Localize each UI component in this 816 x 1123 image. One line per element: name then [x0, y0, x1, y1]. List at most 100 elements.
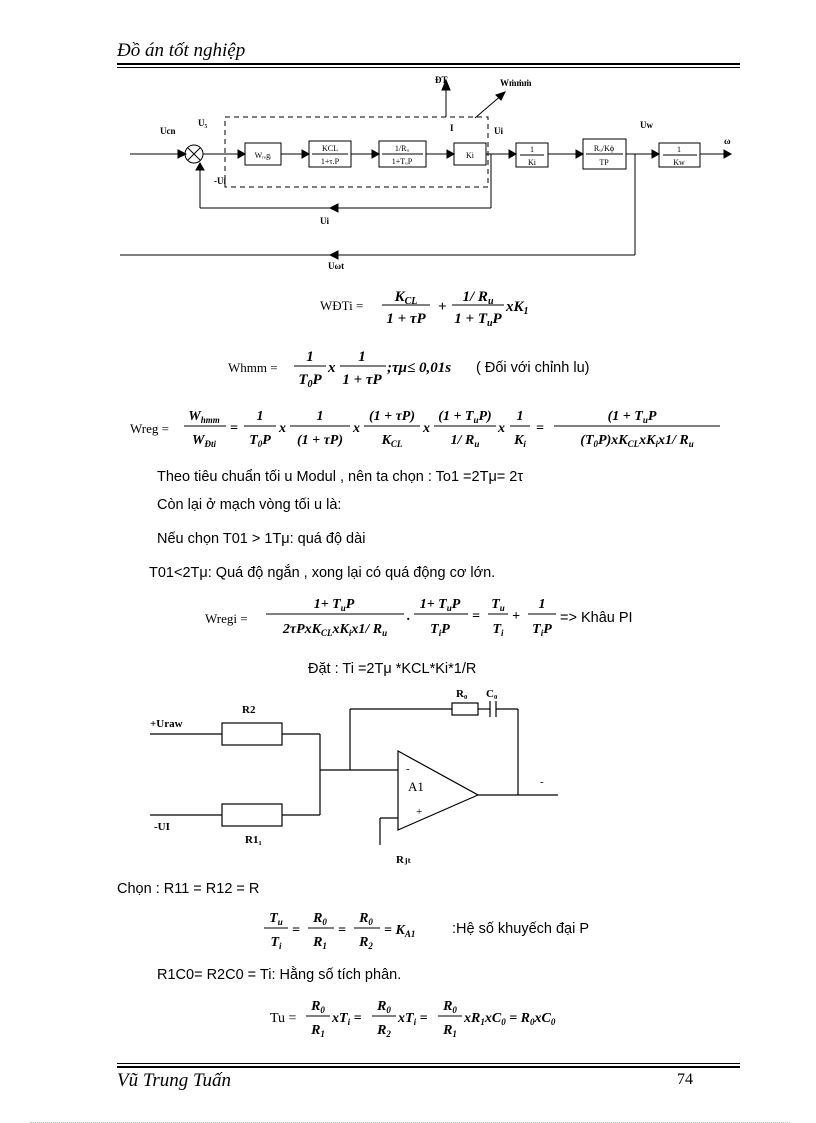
eq-wregi-rhs: 1+ TuP 2τPxKCLxKix1/ Ru . 1+ TuP TiP = T…	[266, 597, 556, 638]
svg-text:R0: R0	[442, 999, 457, 1015]
svg-text:1: 1	[358, 349, 366, 365]
eq-wregi-note: => Khâu PI	[560, 610, 633, 626]
block-ki: Ki	[466, 151, 475, 160]
sig-uw: Uw	[640, 120, 653, 130]
para-5: Đặt : Ti =2Tμ *KCL*Ki*1/R	[308, 661, 477, 677]
circuit-in2: -UI	[154, 821, 170, 833]
eq-whmm-rhs: 1 T0P x 1 1 + τP ;τμ≤ 0,01s	[294, 349, 451, 390]
svg-text:;τμ≤ 0,01s: ;τμ≤ 0,01s	[387, 360, 451, 376]
circuit-in1: +Uraw	[150, 718, 183, 730]
svg-text:x: x	[327, 360, 336, 376]
svg-text:KCL: KCL	[381, 433, 403, 449]
svg-text:+: +	[512, 609, 520, 624]
svg-text:xK1: xK1	[505, 299, 529, 317]
block-kw-num: 1	[677, 145, 681, 154]
eq-wreg-rhs: Whmm WĐti = 1 T0P x 1 (1 + τP) x (1 + τP…	[184, 409, 720, 449]
sig-ucn: Ucn	[160, 126, 176, 136]
svg-text:=: =	[292, 923, 300, 938]
sig-dt: ĐT	[435, 75, 448, 85]
svg-text:=: =	[230, 421, 238, 436]
svg-text:1/ Ru: 1/ Ru	[463, 289, 494, 307]
circuit-r2: R2	[242, 704, 256, 716]
svg-text:.: .	[407, 609, 411, 624]
svg-text:1: 1	[317, 409, 324, 424]
sig-omega: ω	[724, 136, 731, 146]
svg-text:x: x	[422, 421, 430, 436]
svg-text:1+ TuP: 1+ TuP	[314, 597, 355, 613]
sig-wdot: Wṁṁṁ	[500, 78, 532, 88]
svg-text:R0: R0	[358, 911, 373, 927]
svg-text:1+ TuP: 1+ TuP	[420, 597, 461, 613]
svg-text:T0P: T0P	[298, 372, 322, 390]
svg-text:R0: R0	[376, 999, 391, 1015]
circuit-rcb: Rⱼₜ	[396, 854, 411, 866]
footer-rule	[117, 1066, 740, 1068]
svg-text:1 + τP: 1 + τP	[342, 372, 382, 388]
block-kw-den: Kw	[673, 158, 685, 167]
eq-wreg-lhs: Wreg =	[130, 421, 169, 436]
svg-text:(1 + τP): (1 + τP)	[297, 433, 343, 448]
svg-text:x: x	[352, 421, 360, 436]
para-8: R1C0= R2C0 = Ti: Hằng số tích phân.	[157, 967, 402, 983]
svg-text:=: =	[536, 421, 544, 436]
svg-text:TiP: TiP	[430, 622, 450, 638]
sig-i: I	[450, 123, 454, 133]
block-r-den: 1+TᵤP	[392, 157, 413, 166]
footer-rule-thin	[117, 1063, 740, 1064]
svg-text:1/ Ru: 1/ Ru	[451, 433, 480, 449]
svg-text:Ti: Ti	[270, 935, 282, 951]
eq-wdti-rhs: KCL 1 + τP + 1/ Ru 1 + TuP xK1	[382, 289, 529, 329]
opamp-circuit: +Uraw -UI R2 R1₁ R₀ C₀ A1 - + - Rⱼₜ	[150, 688, 558, 866]
svg-text:T0P: T0P	[249, 433, 271, 449]
block-wreg: Wᵣₑgᵢ	[255, 151, 272, 160]
eq-wregi-lhs: Wregi =	[205, 611, 248, 626]
block-kcl-den: 1+τ.P	[321, 157, 340, 166]
circuit-r0: R₀	[456, 688, 468, 700]
circuit-amp: A1	[408, 779, 424, 794]
svg-text:xTi =: xTi =	[397, 1011, 428, 1027]
svg-text:x: x	[497, 421, 505, 436]
sig-ui-bottom: Ui	[320, 216, 329, 226]
svg-text:xTi =: xTi =	[331, 1011, 362, 1027]
svg-text:R1: R1	[442, 1023, 457, 1039]
page-number: 74	[677, 1071, 693, 1088]
block-invki-den: Ki	[528, 158, 537, 167]
svg-text:(1 + TuP): (1 + TuP)	[438, 409, 491, 425]
svg-text:=: =	[338, 923, 346, 938]
svg-text:Tu: Tu	[269, 911, 283, 927]
svg-text:1: 1	[539, 597, 546, 612]
header-title: Đồ án tốt nghiệp	[117, 40, 246, 61]
eq-gain: Tu Ti = R0 R1 = R0 R2 = KA1	[264, 911, 415, 951]
svg-text:(1 + τP): (1 + τP)	[369, 409, 415, 424]
svg-text:2τPxKCLxKix1/ Ru: 2τPxKCLxKix1/ Ru	[282, 622, 387, 638]
para-1: Theo tiêu chuẩn tối u Modul , nên ta chọ…	[157, 469, 524, 485]
svg-text:TiP: TiP	[532, 622, 552, 638]
eq-wdti-lhs: WĐTi =	[320, 298, 364, 313]
svg-text:R0: R0	[312, 911, 327, 927]
svg-text:R2: R2	[376, 1023, 391, 1039]
svg-text:R1: R1	[310, 1023, 325, 1039]
circuit-r11: R1₁	[245, 834, 262, 846]
eq-whmm-note: ( Đối với chỉnh lu)	[476, 360, 590, 376]
circuit-minus: -	[406, 763, 410, 775]
svg-text:Ti: Ti	[492, 622, 504, 638]
svg-text:1 + TuP: 1 + TuP	[454, 311, 502, 329]
svg-text:Whmm: Whmm	[188, 409, 219, 425]
svg-text:x: x	[278, 421, 286, 436]
svg-text:R2: R2	[358, 935, 373, 951]
sig-uwfb: Uωt	[328, 261, 344, 271]
circuit-c0: C₀	[486, 688, 498, 700]
svg-text:Ki: Ki	[513, 433, 526, 449]
svg-text:+: +	[438, 299, 447, 315]
circuit-plus: +	[416, 806, 422, 818]
circuit-out-minus: -	[540, 776, 544, 788]
eq-whmm-lhs: Whmm =	[228, 360, 278, 375]
header-rule-thin	[117, 67, 740, 68]
para-3: Nếu chọn T01 > 1Tμ: quá độ dài	[157, 531, 366, 547]
eq-tu-rhs: R0 R1 xTi = R0 R2 xTi = R0 R1 xR1xC0 = R…	[306, 999, 556, 1039]
svg-text:KCL: KCL	[394, 289, 418, 307]
block-rk-den: TP	[599, 158, 609, 167]
block-r-num: 1/Rᵤ	[395, 144, 410, 153]
svg-text:1: 1	[306, 349, 314, 365]
eq-tu-lhs: Tu =	[270, 1011, 297, 1026]
